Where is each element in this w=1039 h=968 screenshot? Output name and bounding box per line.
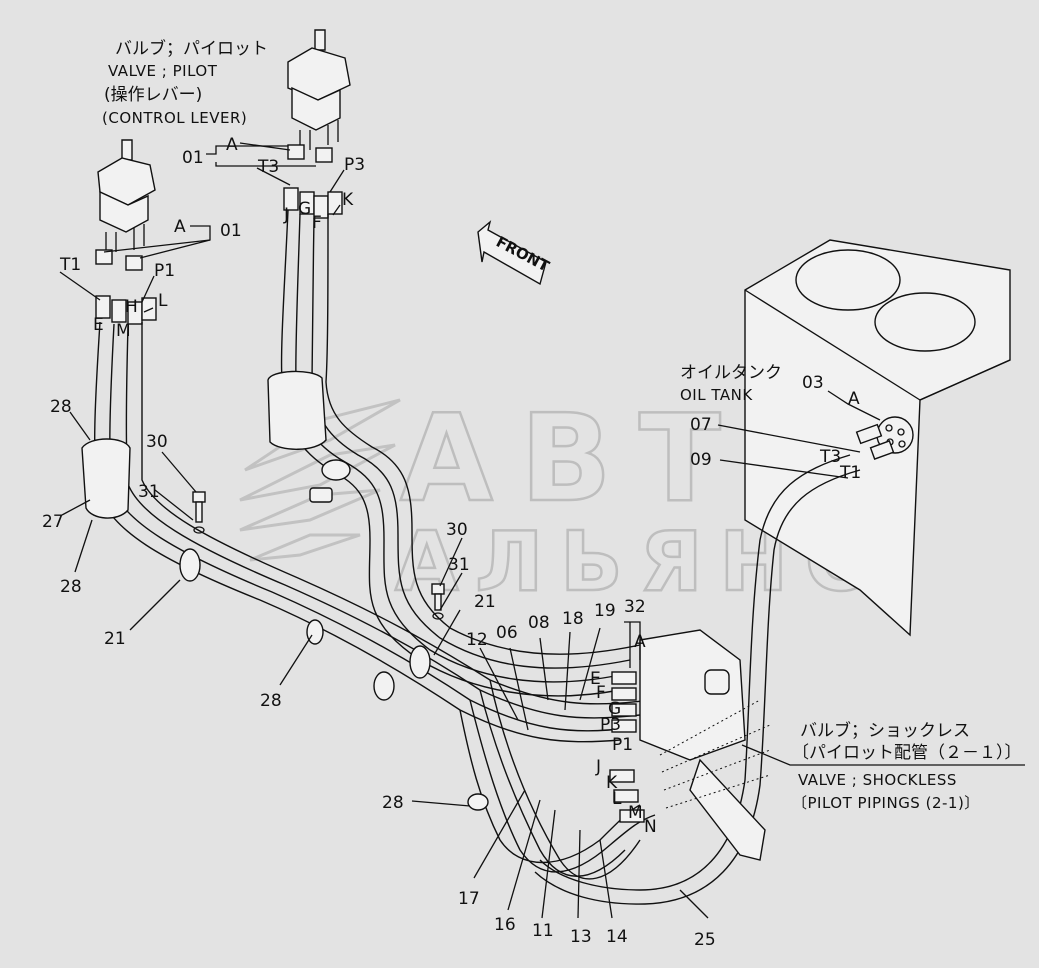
pilot-valve-left	[95, 139, 157, 325]
port-letter: G	[608, 699, 621, 719]
bolts	[192, 491, 445, 620]
port-letter: L	[612, 789, 622, 809]
control-lever-en: (CONTROL LEVER)	[102, 109, 247, 127]
pilot-valve-en: VALVE ; PILOT	[108, 62, 218, 80]
port-letter: P3	[344, 155, 365, 175]
part-number: 21	[104, 629, 126, 649]
part-numbers: 01 01 03 07 09 28 30 31 27 28 21 28 30 3…	[42, 148, 824, 950]
port-letter: M	[116, 321, 131, 341]
part-number: 21	[474, 592, 496, 612]
hose-25-return	[534, 454, 861, 905]
port-letter: A	[848, 389, 860, 409]
part-number: 31	[448, 555, 470, 575]
part-number: 13	[570, 927, 592, 947]
oil-tank	[744, 239, 1011, 637]
part-number: 16	[494, 915, 516, 935]
port-letters: A T3 P3 K J G F A T1 P1 L E M H A T3 T1 …	[59, 135, 861, 837]
port-letter: P1	[154, 261, 175, 281]
part-number: 12	[466, 630, 488, 650]
port-letter: T1	[839, 463, 861, 483]
part-number: 30	[446, 520, 468, 540]
shockless-valve-jp: バルブ；ショックレス	[800, 720, 970, 741]
port-letter: F	[596, 683, 606, 703]
part-number: 25	[694, 930, 716, 950]
port-letter: A	[174, 217, 186, 237]
port-letter: P3	[600, 715, 621, 735]
port-letter: T3	[257, 157, 279, 177]
pilot-valve-right	[283, 29, 351, 219]
part-number: 09	[690, 450, 712, 470]
hose-bundle-lower	[459, 679, 656, 880]
part-number: 28	[260, 691, 282, 711]
part-number: 28	[60, 577, 82, 597]
port-letter: G	[298, 199, 311, 219]
front-arrow-icon: FRONT	[477, 220, 553, 286]
part-number: 28	[382, 793, 404, 813]
port-letter: E	[93, 315, 104, 335]
shockless-valve-en-sub: 〔PILOT PIPINGS (2-1)〕	[792, 794, 980, 812]
control-lever-jp: (操作レバー)	[104, 85, 202, 105]
part-number: 32	[624, 597, 646, 617]
port-letter: T3	[819, 447, 841, 467]
part-number: 06	[496, 623, 518, 643]
port-letter: J	[283, 205, 289, 225]
part-number: 28	[50, 397, 72, 417]
part-number: 19	[594, 601, 616, 621]
port-letter: M	[628, 803, 643, 823]
part-number: 01	[182, 148, 204, 168]
part-number: 27	[42, 512, 64, 532]
port-letter: K	[342, 190, 354, 210]
part-number: 31	[138, 482, 160, 502]
part-number: 11	[532, 921, 554, 941]
hose-bundle-left	[81, 321, 651, 743]
leader-lines	[59, 142, 1025, 919]
part-number: 01	[220, 221, 242, 241]
shockless-valve-jp-sub: 〔パイロット配管（２－１）〕	[792, 743, 1022, 763]
shockless-valve-block	[609, 629, 766, 861]
port-letter: H	[125, 297, 138, 317]
port-letter: N	[644, 817, 657, 837]
port-letter: J	[595, 757, 601, 777]
part-number: 03	[802, 373, 824, 393]
shockless-valve-en: VALVE ; SHOCKLESS	[798, 771, 957, 789]
port-letter: E	[590, 669, 601, 689]
part-number: 08	[528, 613, 550, 633]
port-letter: A	[634, 632, 646, 652]
part-number: 30	[146, 432, 168, 452]
part-number: 18	[562, 609, 584, 629]
part-number: 14	[606, 927, 628, 947]
clamps	[179, 459, 489, 811]
port-letter: P1	[612, 735, 633, 755]
port-letter: K	[606, 773, 618, 793]
port-letter: L	[158, 291, 168, 311]
port-letter: F	[312, 213, 322, 233]
part-number: 17	[458, 889, 480, 909]
oil-tank-jp: オイルタンク	[680, 363, 782, 383]
dotted-guides	[659, 699, 771, 809]
pilot-valve-jp: バルブ；パイロット	[115, 38, 268, 59]
port-letter: A	[226, 135, 238, 155]
part-number: 07	[690, 415, 712, 435]
oil-tank-en: OIL TANK	[680, 386, 753, 404]
hose-bundle-right	[267, 209, 641, 697]
port-letter: T1	[59, 255, 81, 275]
